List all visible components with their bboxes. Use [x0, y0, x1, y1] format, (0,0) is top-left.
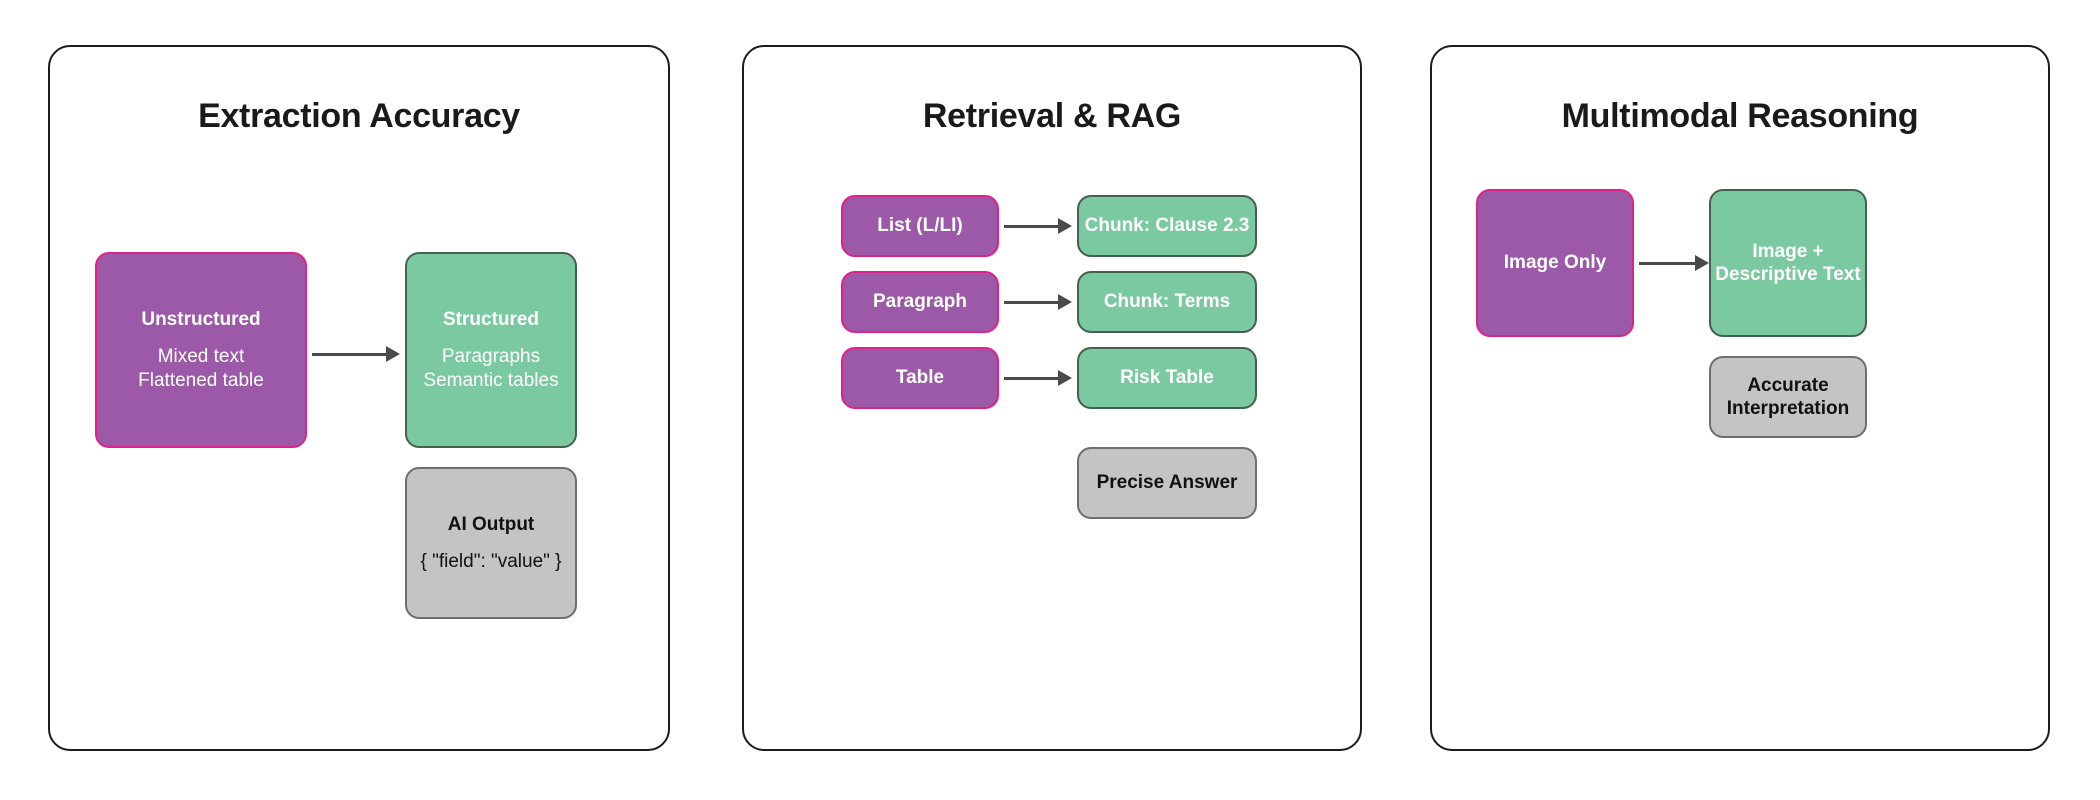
node-paragraph-title: Paragraph: [873, 291, 967, 313]
arrow-shaft: [312, 353, 387, 356]
node-paragraph[interactable]: Paragraph: [841, 271, 999, 333]
node-image-only-title: Image Only: [1503, 252, 1607, 274]
node-chunk-clause-2-3-title: Chunk: Clause 2.3: [1084, 215, 1250, 237]
node-chunk-terms-title: Chunk: Terms: [1103, 291, 1231, 313]
node-ai-output-title: AI Output: [447, 513, 535, 535]
arrow-head-icon: [386, 346, 400, 362]
panel-title-extraction-accuracy: Extraction Accuracy: [198, 97, 520, 135]
node-table[interactable]: Table: [841, 347, 999, 409]
node-image-only[interactable]: Image Only: [1476, 189, 1634, 337]
node-accurate-interpretation-title: Accurate Interpretation: [1726, 374, 1850, 419]
node-image-plus-descriptive-text[interactable]: Image + Descriptive Text: [1709, 189, 1867, 337]
node-list-lli-title: List (L/LI): [877, 215, 963, 237]
node-list-lli[interactable]: List (L/LI): [841, 195, 999, 257]
arrow-shaft: [1004, 377, 1059, 380]
panel-title-multimodal-reasoning: Multimodal Reasoning: [1561, 97, 1919, 135]
arrow-paragraph-to-chunk-terms: [1004, 292, 1072, 312]
node-structured-title: Structured: [442, 309, 540, 331]
node-unstructured-subtext: Mixed text Flattened table: [138, 346, 264, 391]
arrow-list-to-chunk-clause: [1004, 216, 1072, 236]
node-table-title: Table: [895, 367, 945, 389]
node-unstructured[interactable]: Unstructured Mixed text Flattened table: [95, 252, 307, 448]
panel-title-retrieval-and-rag: Retrieval & RAG: [922, 97, 1182, 135]
node-structured-subtext: Paragraphs Semantic tables: [423, 346, 559, 391]
arrow-head-icon: [1695, 255, 1709, 271]
arrow-unstructured-to-structured: [312, 344, 400, 364]
node-risk-table-title: Risk Table: [1120, 367, 1214, 389]
node-unstructured-title: Unstructured: [141, 309, 261, 331]
arrow-shaft: [1639, 262, 1696, 265]
node-risk-table[interactable]: Risk Table: [1077, 347, 1257, 409]
arrow-table-to-risk-table: [1004, 368, 1072, 388]
arrow-shaft: [1004, 225, 1059, 228]
node-ai-output-value: { "field": "value" }: [420, 551, 562, 572]
panel-multimodal-reasoning: Multimodal Reasoning Image Only Image + …: [1430, 45, 2050, 751]
arrow-head-icon: [1058, 294, 1072, 310]
node-chunk-clause-2-3[interactable]: Chunk: Clause 2.3: [1077, 195, 1257, 257]
node-precise-answer[interactable]: Precise Answer: [1077, 447, 1257, 519]
node-accurate-interpretation[interactable]: Accurate Interpretation: [1709, 356, 1867, 438]
arrow-shaft: [1004, 301, 1059, 304]
arrow-image-only-to-image-plus-text: [1639, 253, 1709, 273]
panel-extraction-accuracy: Extraction Accuracy Unstructured Mixed t…: [48, 45, 670, 751]
node-image-plus-descriptive-text-title: Image + Descriptive Text: [1715, 240, 1861, 285]
node-precise-answer-title: Precise Answer: [1096, 472, 1238, 494]
node-chunk-terms[interactable]: Chunk: Terms: [1077, 271, 1257, 333]
node-ai-output[interactable]: AI Output { "field": "value" }: [405, 467, 577, 619]
arrow-head-icon: [1058, 370, 1072, 386]
arrow-head-icon: [1058, 218, 1072, 234]
node-structured[interactable]: Structured Paragraphs Semantic tables: [405, 252, 577, 448]
panel-retrieval-and-rag: Retrieval & RAG List (L/LI) Chunk: Claus…: [742, 45, 1362, 751]
